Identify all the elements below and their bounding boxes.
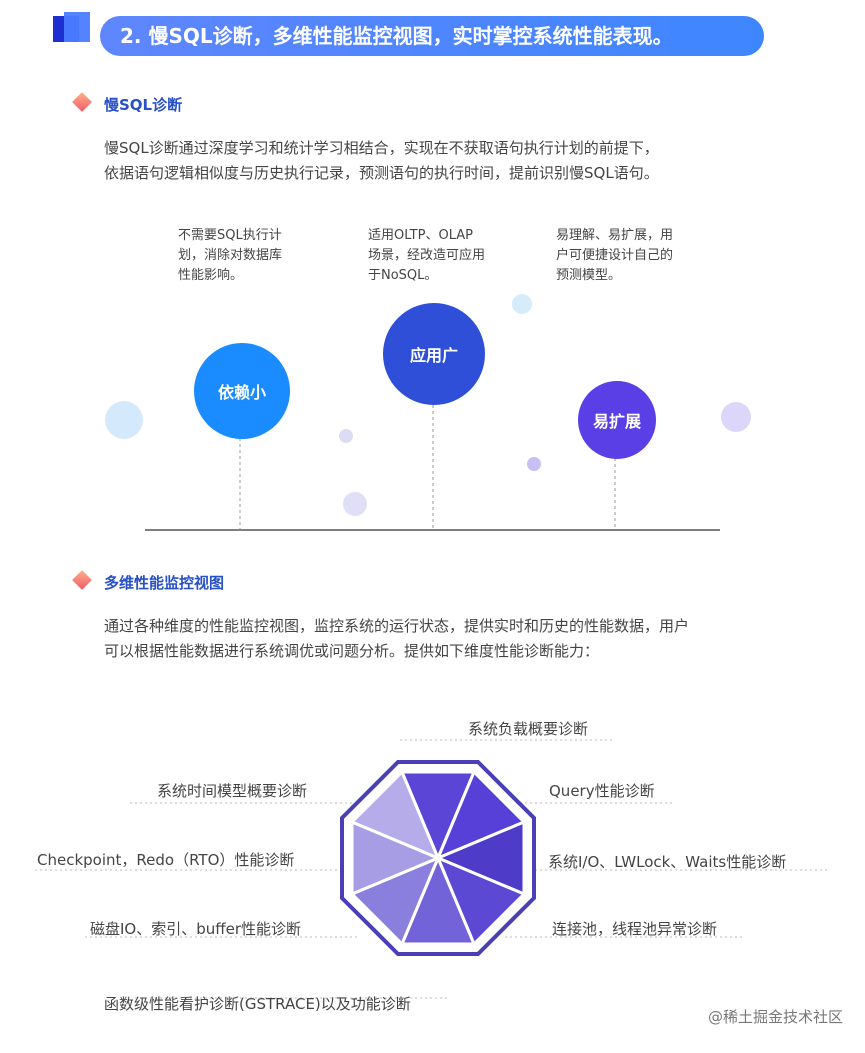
note-line: 预测模型。 xyxy=(556,268,622,283)
section-banner: 2. 慢SQL诊断，多维性能监控视图，实时掌控系统性能表现。 xyxy=(100,16,764,56)
feature-circle-wide-application: 应用广 xyxy=(383,303,485,405)
note-line: 场景，经改造可应用 xyxy=(368,248,486,263)
decor-bubble xyxy=(339,429,353,443)
diagnosis-item-checkpoint-redo: Checkpoint，Redo（RTO）性能诊断 xyxy=(37,851,295,869)
diagnosis-item-io-lwlock-waits: 系统I/O、LWLock、Waits性能诊断 xyxy=(548,853,787,871)
diagnosis-item-time-model: 系统时间模型概要诊断 xyxy=(157,782,308,800)
monitor-desc-line-2: 可以根据性能数据进行系统调优或问题分析。提供如下维度性能诊断能力： xyxy=(104,642,600,660)
note-line: 不需要SQL执行计 xyxy=(178,228,282,243)
decor-bubble xyxy=(343,492,367,516)
feature-note-3: 易理解、易扩展，用 户可便捷设计自己的 预测模型。 xyxy=(556,226,673,286)
diagnosis-item-disk-io: 磁盘IO、索引、buffer性能诊断 xyxy=(90,920,301,938)
diamond-icon xyxy=(72,570,92,590)
slow-sql-desc-line-2: 依据语句逻辑相似度与历史执行记录，预测语句的执行时间，提前识别慢SQL语句。 xyxy=(104,164,659,182)
note-line: 户可便捷设计自己的 xyxy=(556,248,674,263)
monitor-desc-line-1: 通过各种维度的性能监控视图，监控系统的运行状态，提供实时和历史的性能数据，用户 xyxy=(104,617,690,635)
decor-bubble xyxy=(721,402,751,432)
note-line: 易理解、易扩展，用 xyxy=(556,228,674,243)
watermark: @稀土掘金技术社区 xyxy=(707,1008,843,1026)
slow-sql-title: 慢SQL诊断 xyxy=(104,96,183,114)
diagnosis-item-gstrace: 函数级性能看护诊断(GSTRACE)以及功能诊断 xyxy=(104,995,411,1013)
note-line: 适用OLTP、OLAP xyxy=(368,228,473,243)
diagnosis-item-connection-pool: 连接池，线程池异常诊断 xyxy=(552,920,718,938)
feature-diagram-lines xyxy=(145,405,720,531)
feature-circle-low-dependency: 依赖小 xyxy=(194,343,290,439)
banner-decor-square-light xyxy=(64,12,90,42)
decor-bubble xyxy=(527,457,541,471)
slow-sql-desc-line-1: 慢SQL诊断通过深度学习和统计学习相结合，实现在不获取语句执行计划的前提下， xyxy=(104,139,659,157)
monitor-title: 多维性能监控视图 xyxy=(104,574,225,592)
decor-bubble xyxy=(105,401,143,439)
note-line: 划，消除对数据库 xyxy=(178,248,283,263)
diagnosis-item-query: Query性能诊断 xyxy=(549,782,655,800)
octagon-diagram xyxy=(35,739,830,999)
decor-bubble xyxy=(512,294,532,314)
feature-note-2: 适用OLTP、OLAP 场景，经改造可应用 于NoSQL。 xyxy=(368,226,485,286)
note-line: 性能影响。 xyxy=(178,268,244,283)
feature-circle-extensible: 易扩展 xyxy=(578,381,656,459)
feature-note-1: 不需要SQL执行计 划，消除对数据库 性能影响。 xyxy=(178,226,282,286)
note-line: 于NoSQL。 xyxy=(368,268,438,283)
diagnosis-item-system-load: 系统负载概要诊断 xyxy=(468,720,589,738)
